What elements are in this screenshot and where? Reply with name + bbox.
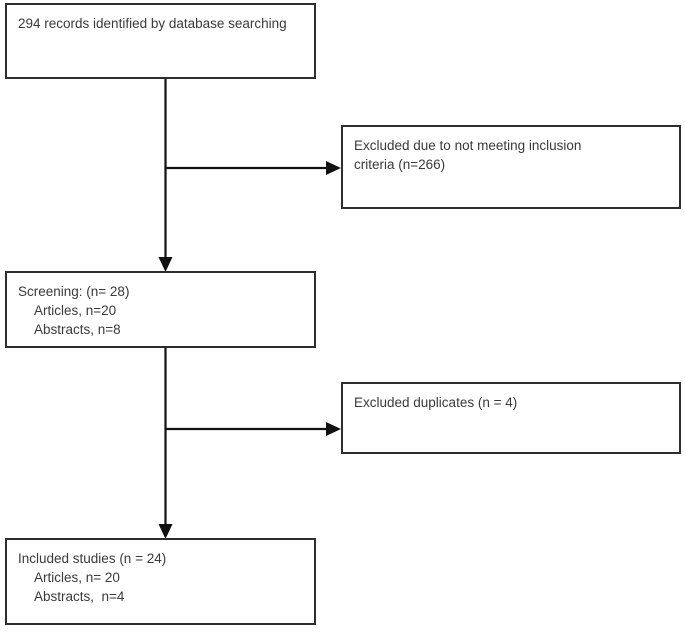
records-identified-line-1: 294 records identified by database searc… (18, 16, 287, 31)
records-identified-box: 294 records identified by database searc… (5, 3, 316, 79)
arrowhead-into-included (158, 524, 173, 539)
arrowhead-into-excluded-duplicates (326, 422, 341, 436)
screening-line-3-abstracts: Abstracts, n=8 (34, 322, 121, 337)
excluded-not-meeting-inclusion-criteria-box: Excluded due to not meeting inclusion cr… (341, 125, 681, 209)
screening-line-2-articles: Articles, n=20 (34, 303, 117, 318)
included-line-1: Included studies (n = 24) (18, 551, 167, 566)
arrowhead-into-excluded-inclusion (326, 161, 341, 175)
excluded-inclusion-line-2: criteria (n=266) (354, 157, 446, 172)
excluded-duplicates-box: Excluded duplicates (n = 4) (341, 382, 681, 454)
excluded-duplicates-line-1: Excluded duplicates (n = 4) (354, 395, 518, 410)
included-line-2-articles: Articles, n= 20 (34, 570, 120, 585)
arrowhead-into-screening (158, 257, 173, 272)
excluded-inclusion-line-1: Excluded due to not meeting inclusion (354, 138, 582, 153)
screening-line-1: Screening: (n= 28) (18, 284, 130, 299)
included-line-3-abstracts: Abstracts, n=4 (34, 589, 125, 604)
included-studies-box: Included studies (n = 24) Articles, n= 2… (5, 538, 316, 625)
screening-box: Screening: (n= 28) Articles, n=20 Abstra… (5, 271, 316, 348)
